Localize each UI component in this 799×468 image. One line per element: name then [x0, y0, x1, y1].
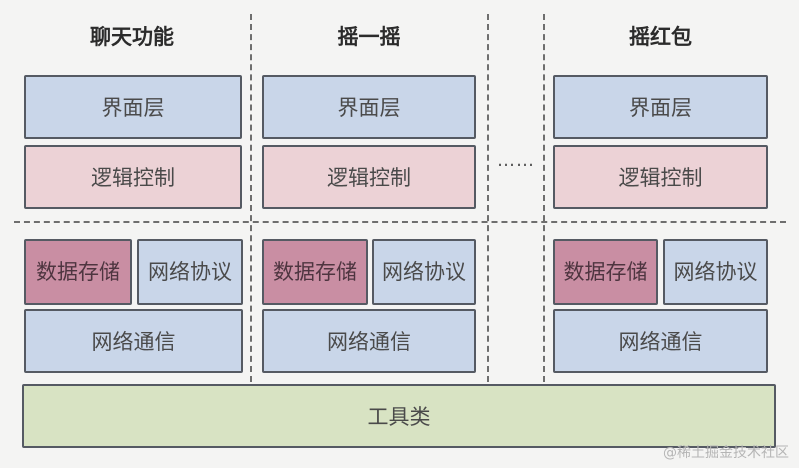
layer-divider	[14, 221, 786, 223]
logic-control-box: 逻辑控制	[262, 145, 476, 209]
column-title-chat: 聊天功能	[90, 25, 174, 49]
tools-layer-box: 工具类	[22, 384, 776, 448]
column-divider-1	[250, 14, 252, 382]
column-divider-3	[543, 14, 545, 382]
column-title-shake: 摇一摇	[337, 25, 401, 49]
network-communication-box: 网络通信	[24, 309, 243, 373]
network-communication-box: 网络通信	[262, 309, 476, 373]
ui-layer-box: 界面层	[24, 75, 242, 139]
column-divider-2	[487, 14, 489, 382]
network-communication-box: 网络通信	[553, 309, 768, 373]
network-protocol-box: 网络协议	[137, 239, 243, 305]
data-storage-box: 数据存储	[262, 239, 368, 305]
ui-layer-box: 界面层	[262, 75, 476, 139]
watermark: @稀土掘金技术社区	[663, 445, 789, 461]
data-storage-box: 数据存储	[24, 239, 132, 305]
network-protocol-box: 网络协议	[372, 239, 476, 305]
logic-control-box: 逻辑控制	[553, 145, 768, 209]
ui-layer-box: 界面层	[553, 75, 768, 139]
column-title-red-packet: 摇红包	[629, 25, 692, 49]
logic-control-box: 逻辑控制	[24, 145, 242, 209]
network-protocol-box: 网络协议	[663, 239, 768, 305]
data-storage-box: 数据存储	[553, 239, 658, 305]
ellipsis: ……	[497, 150, 535, 171]
